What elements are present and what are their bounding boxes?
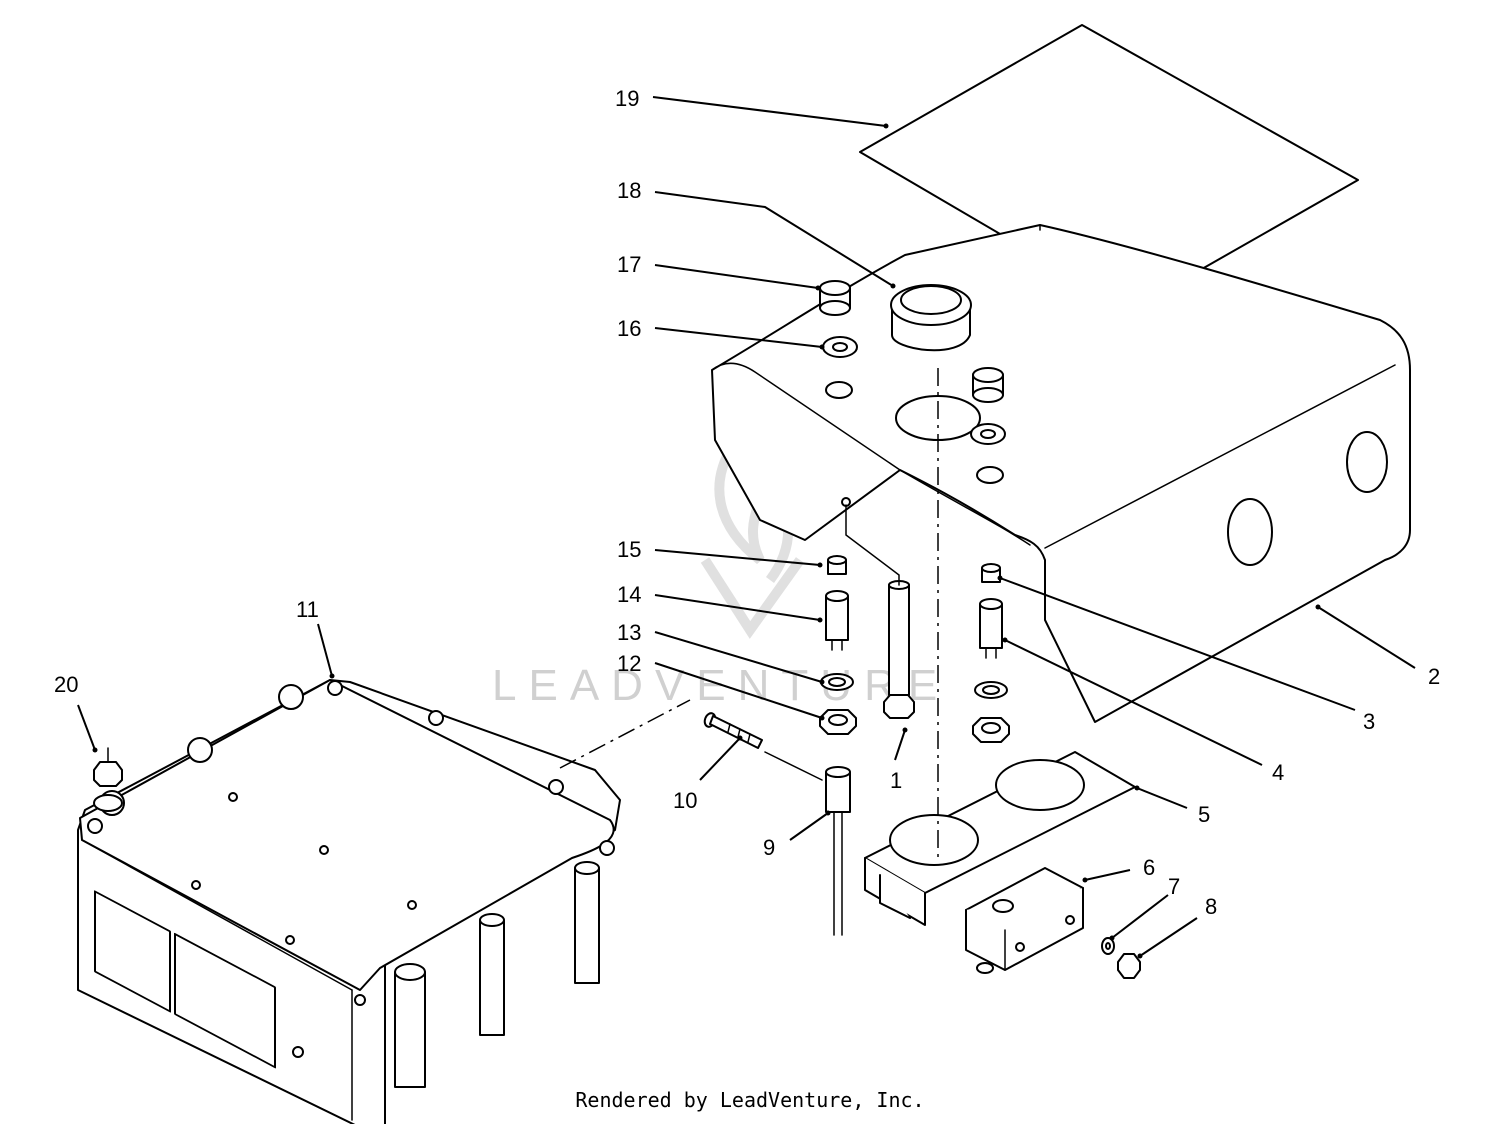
callout-16: 16	[617, 316, 641, 341]
callout-labels: 1 2 3 4 5 6 7 8 9 10 11 12 13 14 15 16 1…	[54, 86, 1440, 919]
callout-14: 14	[617, 582, 641, 607]
callout-5: 5	[1198, 802, 1210, 827]
part-5-bracket[interactable]	[864, 751, 1136, 926]
watermark: LEADVENTURE	[492, 426, 949, 710]
part-11-controller[interactable]	[77, 679, 621, 1124]
part-16-washer[interactable]	[822, 336, 858, 358]
part-10-screw[interactable]	[703, 712, 763, 749]
watermark-text: LEADVENTURE	[492, 661, 949, 710]
callout-20: 20	[54, 672, 78, 697]
callout-2: 2	[1428, 664, 1440, 689]
part-13-lock-washer-2[interactable]	[974, 681, 1008, 699]
callout-12: 12	[617, 651, 641, 676]
part-12-nut-2[interactable]	[972, 717, 1010, 743]
part-6-switch[interactable]	[965, 867, 1084, 974]
callout-9: 9	[763, 835, 775, 860]
callout-7: 7	[1168, 874, 1180, 899]
part-20-nut[interactable]	[93, 747, 123, 812]
callout-11: 11	[296, 597, 319, 622]
callout-4: 4	[1272, 760, 1284, 785]
callout-15: 15	[617, 537, 641, 562]
callout-18: 18	[617, 178, 641, 203]
footer-credit: Rendered by LeadVenture, Inc.	[575, 1088, 925, 1112]
bolt-hole-line	[845, 504, 900, 586]
part-9-sensor[interactable]	[825, 766, 851, 936]
assembly-lines	[559, 368, 939, 860]
part-18-cap[interactable]	[890, 284, 972, 352]
callout-17: 17	[617, 252, 641, 277]
leader-lines	[77, 96, 1416, 957]
part-13-lock-washer[interactable]	[820, 673, 854, 691]
callout-1: 1	[890, 768, 902, 793]
callout-10: 10	[673, 788, 697, 813]
part-2-housing[interactable]	[711, 224, 1411, 723]
part-17-knob[interactable]	[819, 280, 851, 316]
part-14-lamp[interactable]	[825, 590, 849, 651]
callout-13: 13	[617, 620, 641, 645]
part-16-washer-2[interactable]	[970, 423, 1006, 445]
callout-8: 8	[1205, 894, 1217, 919]
part-1-bolt[interactable]	[883, 580, 915, 719]
part-17-knob-2[interactable]	[972, 367, 1004, 403]
part-3-cap[interactable]	[981, 563, 1001, 583]
part-15-cap[interactable]	[827, 555, 847, 575]
part-7-washer[interactable]	[1101, 937, 1115, 955]
callout-3: 3	[1363, 709, 1375, 734]
part-8-nut[interactable]	[1117, 953, 1141, 979]
leader-dots	[92, 123, 1321, 959]
callout-6: 6	[1143, 855, 1155, 880]
callout-19: 19	[615, 86, 639, 111]
part-4-lamp[interactable]	[979, 598, 1003, 659]
part-12-nut[interactable]	[819, 709, 857, 735]
